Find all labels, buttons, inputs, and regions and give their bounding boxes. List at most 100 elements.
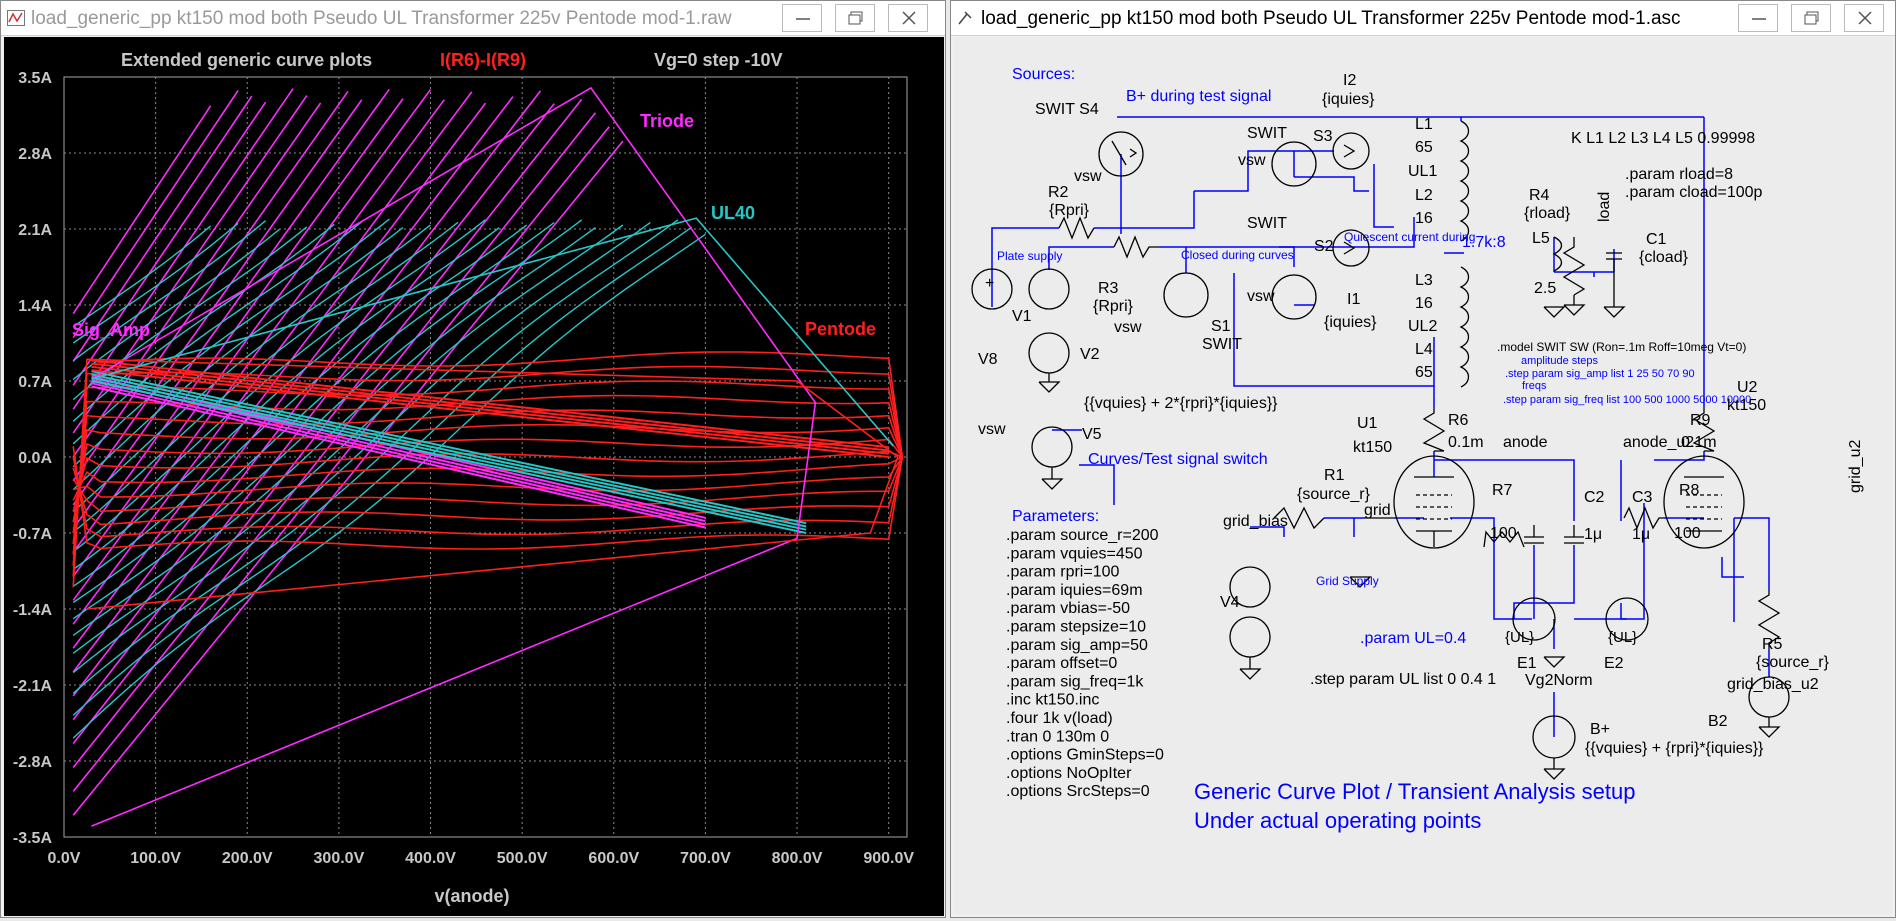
x-tick-label: 100.0V	[130, 850, 181, 867]
schematic-titlebar[interactable]: load_generic_pp kt150 mod both Pseudo UL…	[951, 1, 1895, 36]
step-sig-amp-directive[interactable]: .step param sig_amp list 1 25 50 70 90	[1505, 368, 1695, 380]
schematic-labels: Sources: B+ during test signal SWIT S4 I…	[978, 66, 1864, 833]
triode-curve	[72, 101, 267, 386]
ul-envelope	[91, 217, 894, 447]
triode-curve	[72, 89, 239, 339]
l4-label: L4	[1415, 341, 1433, 358]
parameter-line[interactable]: .param sig_amp=50	[1006, 637, 1148, 654]
curve-families	[72, 86, 904, 827]
ul-curve	[72, 227, 596, 636]
triode-curve	[72, 103, 555, 721]
load-line	[91, 365, 889, 455]
minimize-icon	[796, 18, 810, 20]
ul-curve	[72, 226, 693, 716]
wires	[991, 116, 1770, 737]
r1-label: R1	[1324, 467, 1345, 484]
parameter-line[interactable]: .param source_r=200	[1006, 527, 1159, 544]
model-switch-directive[interactable]: .model SWIT SW (Ron=.1m Roff=10meg Vt=0)	[1497, 340, 1746, 354]
ul-curve	[72, 221, 555, 604]
triode-curve	[72, 90, 349, 482]
close-button[interactable]	[888, 4, 928, 32]
parameter-line[interactable]: .options NoOpIter	[1006, 765, 1132, 782]
r2-value: {Rpri}	[1049, 202, 1090, 219]
b2-label: B2	[1708, 713, 1728, 730]
u2-label: U2	[1737, 379, 1758, 396]
load-line	[91, 380, 807, 534]
s1-vsw: vsw	[1114, 319, 1142, 336]
parameter-line[interactable]: .options GminSteps=0	[1006, 747, 1164, 764]
r3-value: {Rpri}	[1093, 298, 1134, 315]
pentode-envelope	[86, 358, 899, 610]
minimize-button[interactable]	[1738, 4, 1778, 32]
parameter-line[interactable]: .param vquies=450	[1006, 545, 1143, 562]
u2-model: kt150	[1727, 397, 1766, 414]
close-icon	[902, 11, 916, 25]
parameter-line[interactable]: .param sig_freq=1k	[1006, 673, 1144, 690]
parameter-line[interactable]: .inc kt150.inc	[1006, 692, 1099, 709]
param-rload[interactable]: .param rload=8	[1625, 166, 1733, 183]
s1-model-label: SWIT	[1202, 336, 1242, 353]
pentode-curve	[72, 450, 903, 512]
load-line	[91, 362, 889, 452]
maximize-button[interactable]	[1791, 4, 1831, 32]
step-ul-directive[interactable]: .step param UL list 0 0.4 1	[1310, 671, 1496, 688]
r7-label: R7	[1492, 482, 1513, 499]
ul-curve	[72, 221, 363, 445]
schematic-drawing[interactable]: +	[954, 37, 1894, 916]
parameter-line[interactable]: .param vbias=-50	[1006, 600, 1130, 617]
c2-value: 1μ	[1584, 526, 1602, 543]
s2-label: S2	[1314, 238, 1334, 255]
minimize-button[interactable]	[782, 4, 822, 32]
parameter-line[interactable]: .tran 0 130m 0	[1006, 728, 1109, 745]
l4-value: 65	[1415, 364, 1433, 381]
grid-u2-net-label: grid_u2	[1847, 440, 1864, 493]
parameter-line[interactable]: .param rpri=100	[1006, 564, 1119, 581]
step-sig-freq-directive[interactable]: .step param sig_freq list 100 500 1000 5…	[1503, 394, 1751, 406]
ul-curve	[72, 219, 486, 553]
parameter-line[interactable]: .options SrcSteps=0	[1006, 783, 1150, 800]
schematic-window[interactable]: load_generic_pp kt150 mod both Pseudo UL…	[950, 0, 1896, 918]
schematic-canvas[interactable]: +	[954, 37, 1892, 914]
turns-ratio: 1.7k:8	[1462, 234, 1506, 251]
r5-value: {source_r}	[1756, 654, 1830, 671]
x-axis-label[interactable]: v(anode)	[434, 886, 509, 906]
c2-label: C2	[1584, 489, 1605, 506]
parameter-line[interactable]: .param offset=0	[1006, 655, 1117, 672]
load-line	[91, 359, 889, 449]
parameters-list[interactable]: .param source_r=200.param vquies=450 .par…	[1006, 527, 1164, 800]
r2-label: R2	[1048, 184, 1069, 201]
vg2norm-net-label: Vg2Norm	[1525, 672, 1593, 689]
l3-label: L3	[1415, 272, 1433, 289]
i2-label: I2	[1343, 72, 1356, 89]
schematic-window-title: load_generic_pp kt150 mod both Pseudo UL…	[981, 8, 1681, 29]
l5-label: L5	[1532, 230, 1550, 247]
trace-expression[interactable]: I(R6)-I(R9)	[440, 50, 526, 70]
plot-window[interactable]: load_generic_pp kt150 mod both Pseudo UL…	[0, 0, 946, 918]
parameter-line[interactable]: .param stepsize=10	[1006, 619, 1146, 636]
u1-label: U1	[1357, 415, 1378, 432]
ul-curve	[72, 226, 308, 401]
load-line	[91, 369, 889, 458]
e1-label: E1	[1517, 655, 1537, 672]
r4-label: R4	[1529, 187, 1550, 204]
ul-curve	[72, 225, 212, 328]
maximize-button[interactable]	[835, 4, 875, 32]
minimize-icon	[1752, 18, 1766, 20]
close-button[interactable]	[1844, 4, 1884, 32]
triode-curve	[72, 95, 308, 434]
parameter-line[interactable]: .param iquies=69m	[1006, 582, 1143, 599]
coupling-directive[interactable]: K L1 L2 L3 L4 L5 0.99998	[1571, 130, 1755, 147]
param-ul-directive[interactable]: .param UL=0.4	[1360, 630, 1466, 647]
pentode-curve	[72, 456, 904, 526]
i1-label: I1	[1347, 291, 1360, 308]
y-tick-label: 2.1A	[18, 222, 52, 239]
parameter-line[interactable]: .four 1k v(load)	[1006, 710, 1113, 727]
r4-value: {rload}	[1524, 205, 1571, 222]
s3-model-label-2: SWIT	[1247, 215, 1287, 232]
anode-net-label: anode	[1503, 434, 1548, 451]
pentode-curve	[72, 456, 904, 513]
plot-titlebar[interactable]: load_generic_pp kt150 mod both Pseudo UL…	[1, 1, 945, 36]
param-cload[interactable]: .param cload=100p	[1625, 184, 1763, 201]
